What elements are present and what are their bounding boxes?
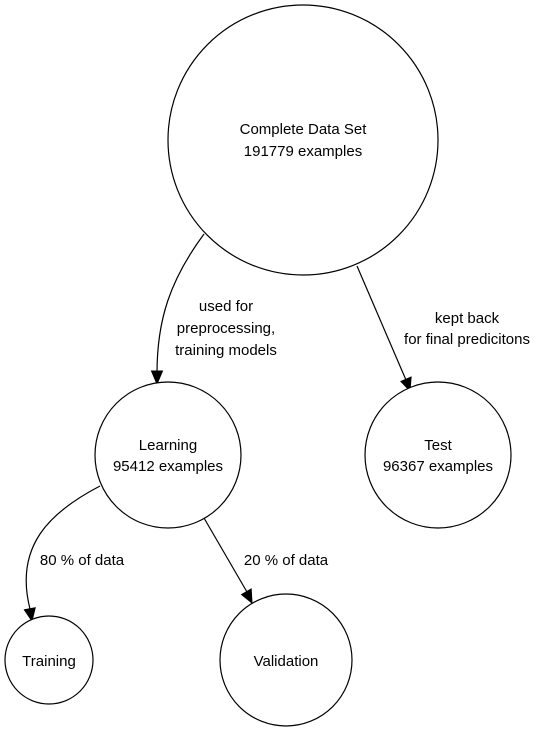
edge-label-learning-to-validation: 20 % of data — [244, 552, 329, 569]
edge-label-line: training models — [175, 342, 277, 359]
edge-label-line: used for — [199, 298, 253, 315]
edge-label-line: for final predicitons — [404, 331, 530, 348]
edge-label-line: 20 % of data — [244, 552, 329, 569]
node-title: Test — [424, 437, 452, 454]
edge-label-complete-to-test: kept back for final predicitons — [404, 310, 530, 348]
edge-label-complete-to-learning: used for preprocessing, training models — [175, 298, 277, 359]
edge-label-line: preprocessing, — [177, 320, 275, 337]
edge-label-line: kept back — [435, 310, 500, 327]
edge-label-line: 80 % of data — [40, 552, 125, 569]
node-learning: Learning 95412 examples — [94, 381, 242, 529]
node-training: Training — [4, 615, 94, 705]
node-test: Test 96367 examples — [364, 381, 512, 529]
node-complete-data-set: Complete Data Set 191779 examples — [167, 4, 439, 276]
edge-complete-to-test — [356, 265, 412, 393]
edge-complete-to-learning — [150, 233, 205, 386]
edge-learning-to-training — [23, 485, 101, 623]
node-count: 95412 examples — [113, 458, 223, 475]
node-count: 96367 examples — [383, 458, 493, 475]
node-validation: Validation — [219, 593, 353, 727]
edge-label-learning-to-training: 80 % of data — [40, 552, 125, 569]
edge-learning-to-validation — [203, 517, 253, 605]
node-title: Learning — [139, 437, 197, 454]
node-count: 191779 examples — [244, 143, 362, 160]
node-title: Training — [22, 653, 76, 670]
node-title: Validation — [254, 653, 319, 670]
node-title: Complete Data Set — [240, 121, 368, 138]
